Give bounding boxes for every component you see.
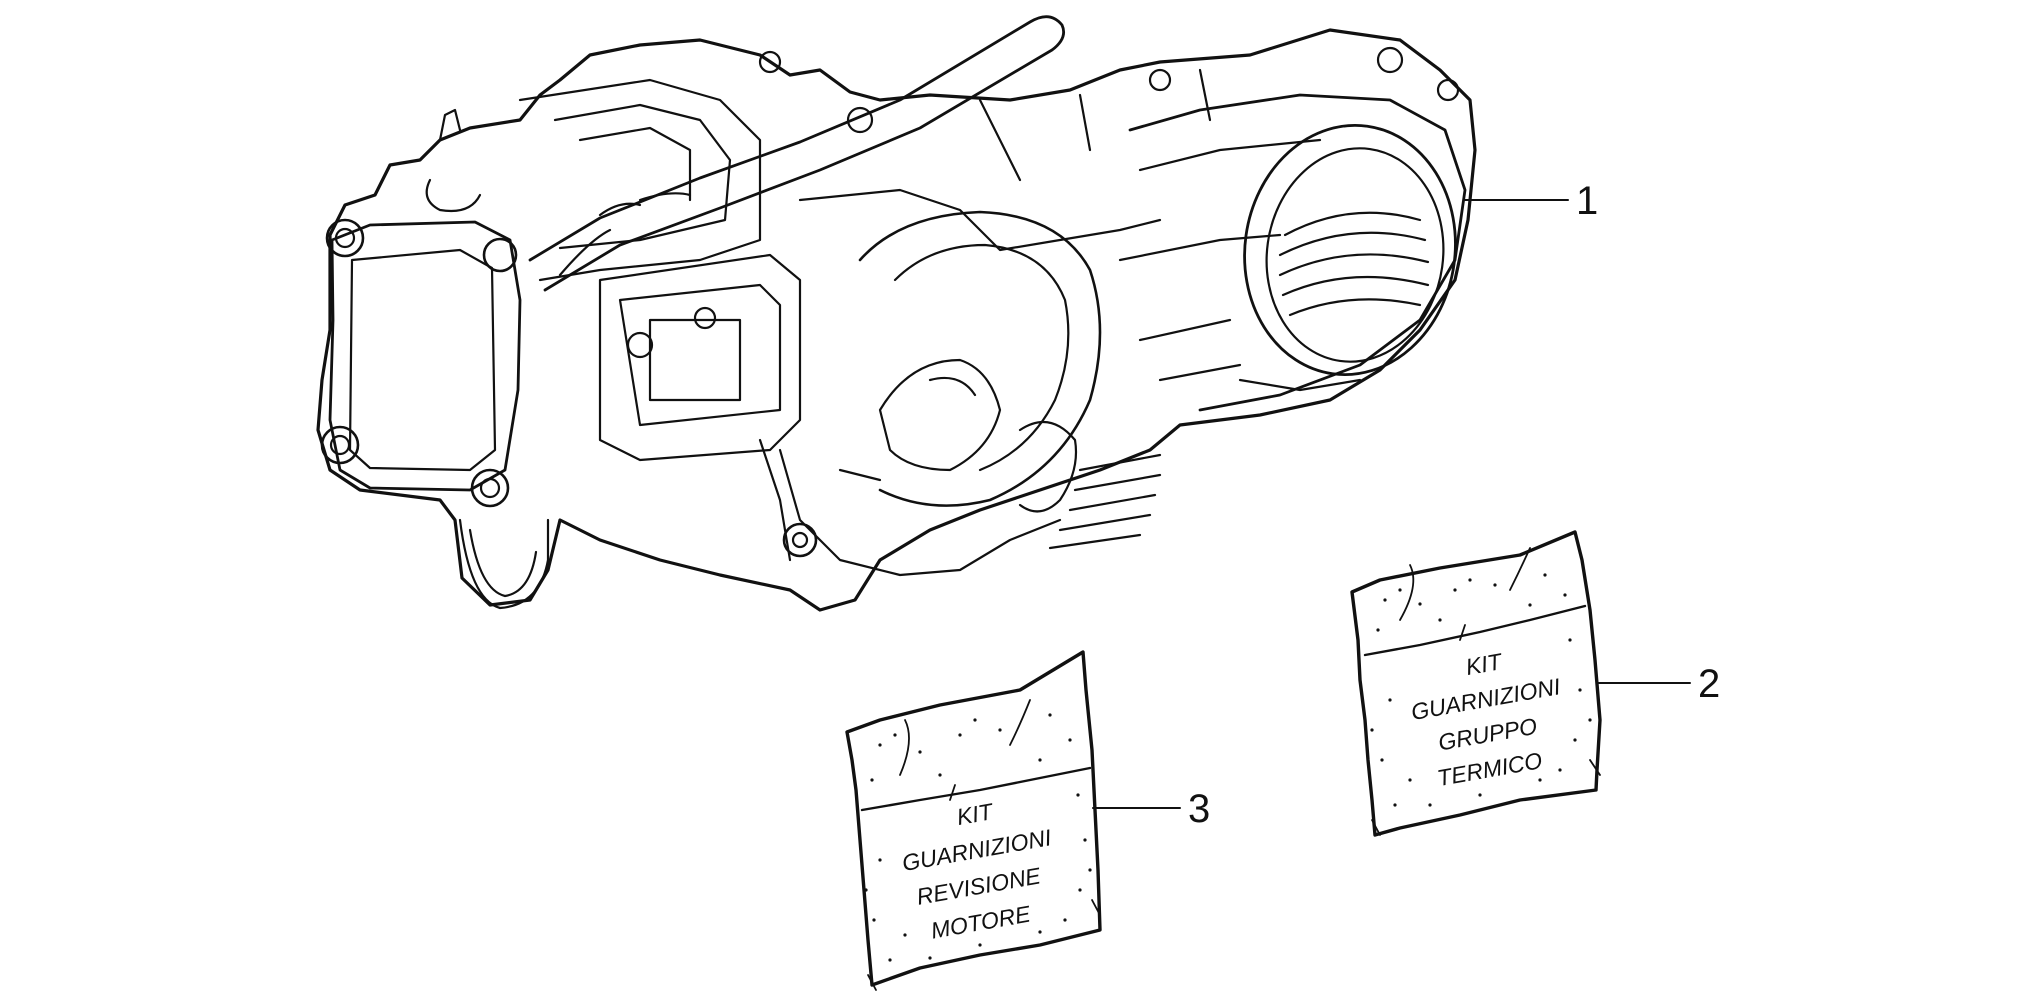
callout-2-number: 2 — [1698, 662, 1720, 706]
callout-3[interactable]: 3 — [1092, 787, 1210, 831]
bag-overhaul-line-1: KIT — [955, 798, 997, 830]
bag-overhaul-line-4: MOTORE — [929, 900, 1033, 943]
callout-1[interactable]: 1 — [1464, 179, 1598, 223]
bag-cylinder-line-4: TERMICO — [1435, 747, 1544, 791]
bag-cylinder-line-1: KIT — [1464, 648, 1506, 680]
callout-1-number: 1 — [1576, 179, 1598, 223]
callout-3-number: 3 — [1188, 787, 1210, 831]
callout-2[interactable]: 2 — [1597, 662, 1720, 706]
gasket-kit-cylinder-bag[interactable]: KIT GUARNIZIONI GRUPPO TERMICO — [1350, 530, 1602, 837]
bag-cylinder-line-2: GUARNIZIONI — [1409, 673, 1563, 725]
gasket-kit-overhaul-bag[interactable]: KIT GUARNIZIONI REVISIONE MOTORE — [845, 650, 1102, 991]
bag-speckle-pattern — [1370, 573, 1592, 807]
bag-speckle-pattern — [864, 713, 1092, 962]
engine-assembly[interactable] — [316, 15, 1477, 612]
